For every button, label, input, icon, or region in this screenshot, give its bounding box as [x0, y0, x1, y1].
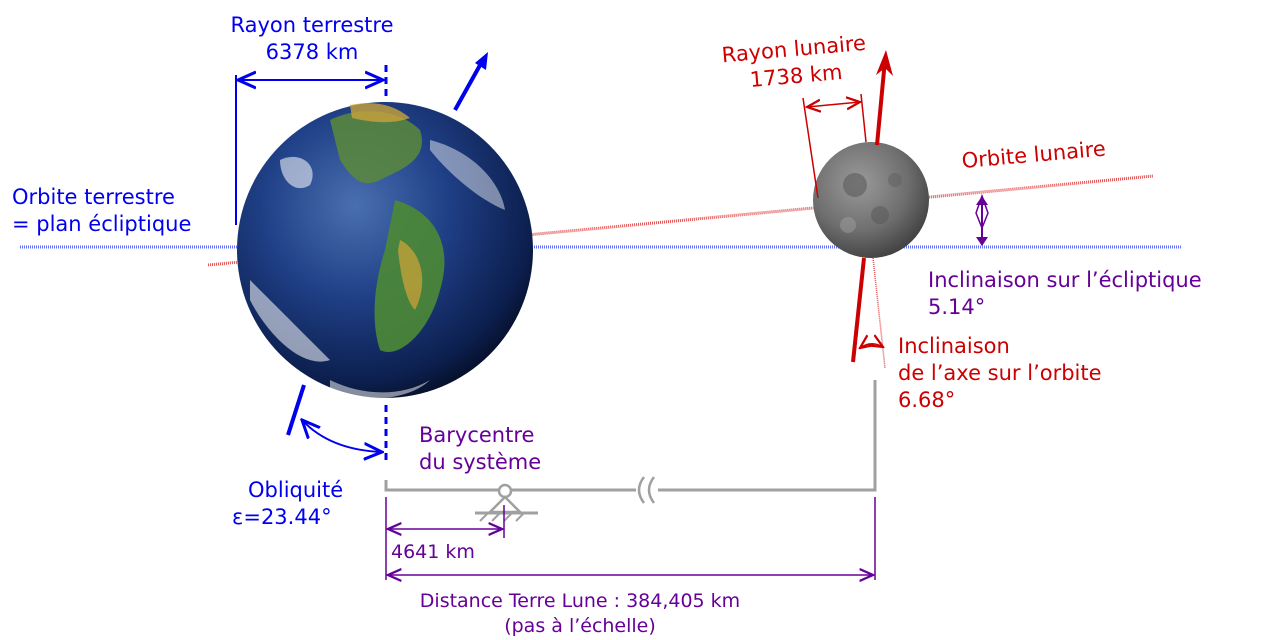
moon-axis-bottom — [851, 257, 866, 363]
earth-globe — [237, 102, 533, 399]
axis-tilt-label: Inclinaison de l’axe sur l’orbite 6.68° — [898, 333, 1102, 414]
ecliptic-inclination-value: 5.14° — [928, 295, 986, 319]
obliquity-label: Obliquité ε=23.44° — [232, 477, 343, 531]
earth-orbit-line1: Orbite terrestre — [12, 185, 175, 209]
moon-orbit-normal — [872, 257, 886, 369]
distance-value: Distance Terre Lune : 384,405 km — [419, 590, 741, 612]
ecliptic-inclination-label: Inclinaison sur l’écliptique 5.14° — [928, 267, 1202, 321]
axis-tilt-line1: Inclinaison — [898, 334, 1010, 358]
earth-tilt-axis-top — [453, 57, 486, 111]
barycenter-label: Barycentre du système — [419, 422, 541, 476]
obliquity-value: ε=23.44° — [232, 505, 332, 529]
barycenter-line2: du système — [419, 450, 542, 474]
earth-moon-distance-label: Distance Terre Lune : 384,405 km (pas à … — [380, 589, 780, 639]
moon-axis-top — [875, 59, 887, 146]
barycenter-distance: 4641 km — [391, 541, 475, 563]
moon-globe — [813, 142, 929, 258]
earth-orbit-label: Orbite terrestre = plan écliptique — [12, 184, 191, 238]
ecliptic-inclination-title: Inclinaison sur l’écliptique — [928, 268, 1202, 292]
distance-note: (pas à l’échelle) — [504, 615, 656, 637]
earth-tilt-axis-bottom — [286, 384, 306, 436]
axis-tilt-value: 6.68° — [898, 388, 956, 412]
earth-radius-label: Rayon terrestre 6378 km — [222, 12, 402, 66]
axis-tilt-line2: de l’axe sur l’orbite — [898, 361, 1102, 385]
obliquity-title: Obliquité — [248, 478, 344, 502]
barycenter-lever — [384, 380, 877, 492]
earth-radius-value: 6378 km — [265, 40, 359, 64]
earth-radius-title: Rayon terrestre — [230, 13, 394, 37]
earth-orbit-line2: = plan écliptique — [12, 212, 192, 236]
barycenter-line1: Barycentre — [419, 423, 535, 447]
